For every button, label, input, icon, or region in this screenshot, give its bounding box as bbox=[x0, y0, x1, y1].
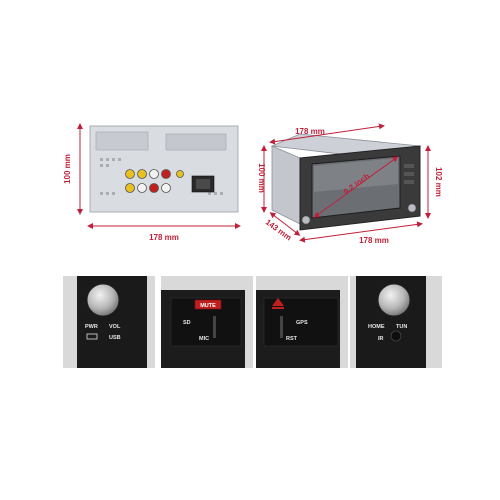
mute-button bbox=[194, 299, 222, 310]
rca-connectors bbox=[125, 169, 184, 193]
iso-depth-label: 143 mm bbox=[264, 218, 293, 243]
iso-left-height-label: 100 mm bbox=[257, 163, 266, 193]
usb-port-icon bbox=[86, 333, 98, 340]
detail-panel-home-tun: HOME TUN IR bbox=[350, 276, 442, 368]
home-label: HOME bbox=[368, 324, 385, 330]
iso-top-width-label: 178 mm bbox=[295, 127, 325, 136]
head-unit-body bbox=[270, 133, 422, 231]
vol-label: VOL bbox=[109, 324, 121, 330]
ir-sensor-icon bbox=[390, 330, 402, 342]
right-knob bbox=[407, 203, 417, 213]
gps-label: GPS bbox=[296, 320, 308, 326]
rear-width-label: 178 mm bbox=[149, 233, 179, 242]
rear-view: 100 mm 178 mm bbox=[63, 123, 241, 242]
iso-right-height-label: 102 mm bbox=[434, 167, 443, 197]
left-knob bbox=[301, 215, 311, 225]
sd-slot-icon bbox=[213, 316, 216, 338]
tuner-knob bbox=[377, 283, 411, 317]
detail-panel-mute-sd: MUTE SD MIC bbox=[161, 276, 253, 368]
iso-view: 178 mm 100 mm 102 mm 6.2 inch 143 mm 178… bbox=[257, 123, 443, 245]
rear-height-label: 100 mm bbox=[63, 154, 72, 184]
eject-icon bbox=[272, 298, 284, 306]
mic-label: MIC bbox=[199, 336, 209, 342]
pwr-label: PWR bbox=[85, 324, 98, 330]
mute-label: MUTE bbox=[200, 303, 216, 309]
iso-bottom-width-label: 178 mm bbox=[359, 236, 389, 245]
detail-panel-power-usb: PWR VOL USB bbox=[63, 276, 155, 368]
detail-panel-gps-rst: GPS RST bbox=[256, 276, 348, 368]
gps-slot-icon bbox=[280, 316, 283, 338]
sd-label: SD bbox=[183, 320, 191, 326]
volume-knob bbox=[86, 283, 120, 317]
tun-label: TUN bbox=[396, 324, 407, 330]
rst-label: RST bbox=[286, 336, 298, 342]
usb-label: USB bbox=[109, 335, 121, 341]
ir-label: IR bbox=[378, 336, 384, 342]
rear-chassis bbox=[89, 125, 239, 213]
